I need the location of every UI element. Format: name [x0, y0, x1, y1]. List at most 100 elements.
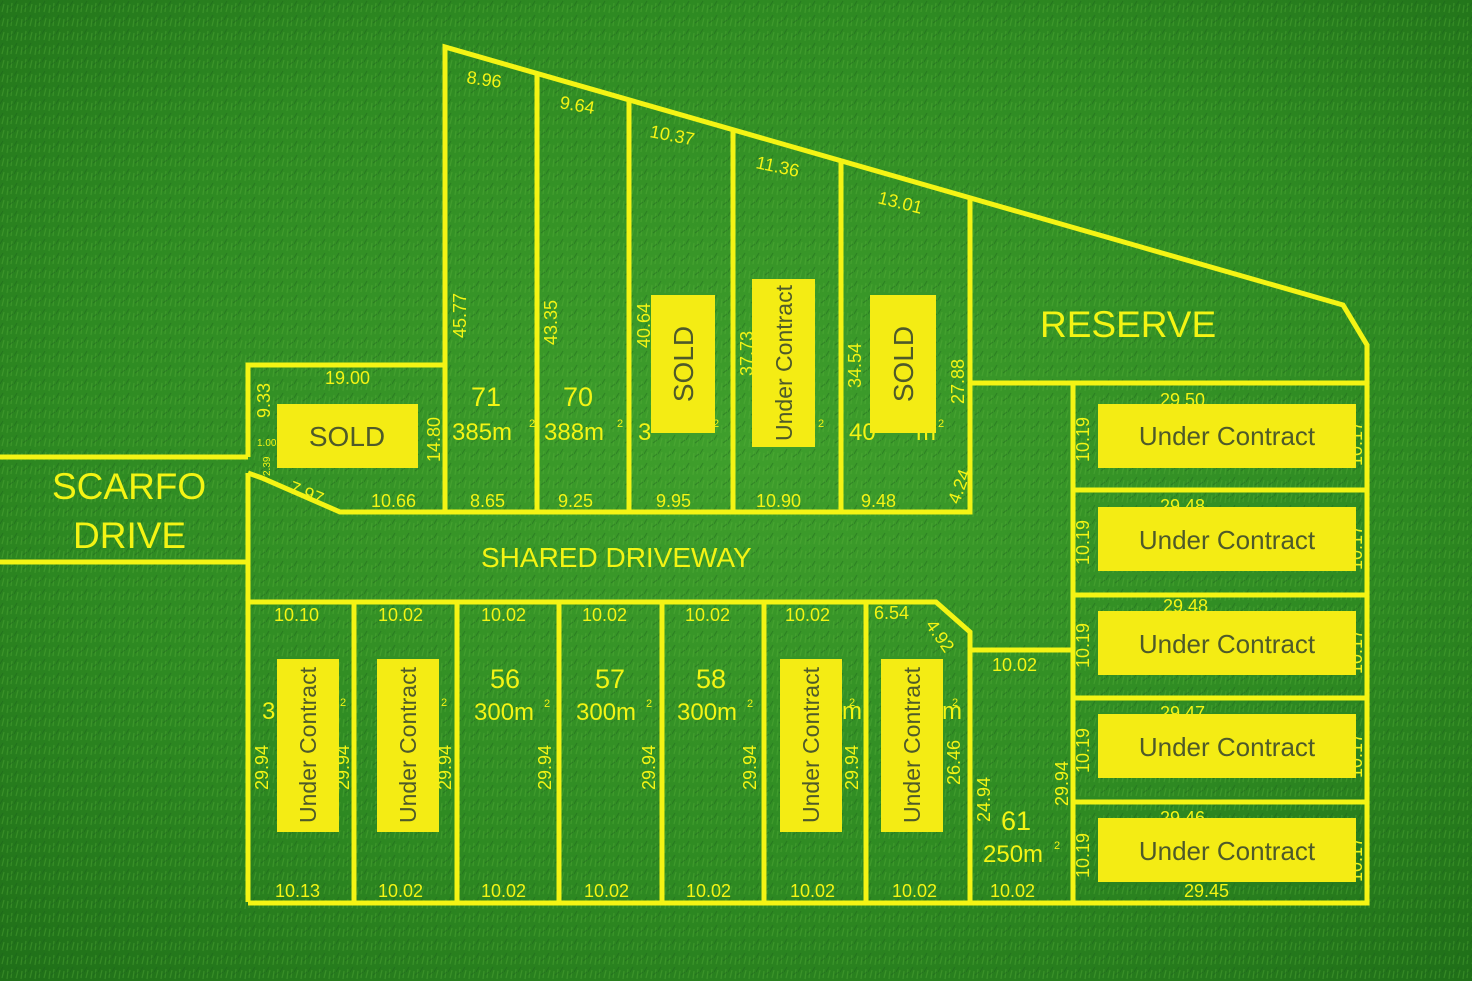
dim-label: 10.02 — [785, 605, 830, 625]
under-contract-badge-lot-68: Under Contract — [752, 279, 815, 447]
dim-label: 10.02 — [685, 605, 730, 625]
lot-54-area-sup: 2 — [340, 697, 346, 709]
dim-label: 10.02 — [990, 881, 1035, 901]
dim-label: 29.94 — [639, 745, 659, 790]
dim-label: 10.10 — [274, 605, 319, 625]
under-contract-badge-lot-62: Under Contract — [1098, 818, 1356, 882]
under-contract-label: Under Contract — [1139, 732, 1316, 762]
lot-56-area-sup: 2 — [544, 698, 550, 710]
lot-56-area: 300m — [474, 699, 534, 726]
dim-label: 26.46 — [944, 740, 964, 785]
dim-label: 45.77 — [450, 293, 470, 338]
dim-label: 10.66 — [371, 491, 416, 511]
dim-label: 10.02 — [378, 881, 423, 901]
dim-label: 9.48 — [861, 491, 896, 511]
dim-label: 14.80 — [424, 417, 444, 462]
dim-label: 9.25 — [558, 491, 593, 511]
dim-label: 10.19 — [1073, 728, 1093, 773]
dim-label: 10.02 — [790, 881, 835, 901]
lot-58-area-sup: 2 — [747, 698, 753, 710]
lot-54-area-partial: 3 — [262, 698, 275, 725]
reserve-label: RESERVE — [1040, 304, 1216, 345]
lot-57-area: 300m — [576, 699, 636, 726]
dim-label: 10.02 — [584, 881, 629, 901]
dim-label: 10.19 — [1073, 833, 1093, 878]
lot-61-area-sup: 2 — [1054, 840, 1060, 852]
dim-label: 6.54 — [874, 603, 909, 623]
dim-label: 10.02 — [481, 881, 526, 901]
dim-label: 2.39 — [262, 456, 273, 476]
under-contract-badge-lot-63: Under Contract — [1098, 714, 1356, 778]
dim-label: 10.02 — [992, 655, 1037, 675]
lot-67-area-sup: 2 — [938, 418, 944, 430]
dim-label: 29.94 — [435, 745, 455, 790]
under-contract-badge-lot-66: Under Contract — [1098, 404, 1356, 468]
under-contract-label: Under Contract — [1139, 525, 1316, 555]
sold-badge-lot-69: SOLD — [651, 295, 715, 433]
lot-60-area-sup: 2 — [952, 697, 958, 709]
lot-57-area-sup: 2 — [646, 698, 652, 710]
dim-label: 29.94 — [1052, 761, 1072, 806]
street-label-line2: DRIVE — [73, 515, 186, 556]
dim-label: 9.95 — [656, 491, 691, 511]
lot-59-area-tail: m — [842, 698, 862, 725]
lot-71-area-sup: 2 — [529, 418, 535, 430]
dim-label: 10.13 — [275, 881, 320, 901]
lot-70-area: 388m — [544, 419, 604, 446]
lot-59-area-sup: 2 — [849, 697, 855, 709]
under-contract-badge-lot-60: Under Contract — [881, 659, 943, 832]
sold-badge-lot-67: SOLD — [870, 295, 936, 433]
dim-label: 8.65 — [470, 491, 505, 511]
lot-boundaries — [0, 43, 1370, 906]
dim-label: 10.02 — [582, 605, 627, 625]
lot-58-number: 58 — [696, 664, 726, 694]
under-contract-badge-lot-59: Under Contract — [780, 659, 842, 832]
street-label-line1: SCARFO — [52, 466, 206, 507]
under-contract-label: Under Contract — [798, 666, 824, 823]
dim-label: 29.94 — [842, 745, 862, 790]
north-block-outer — [248, 43, 1370, 906]
dim-label: 40.64 — [634, 303, 654, 348]
dim-label: 19.00 — [325, 368, 370, 388]
dim-label: 9.33 — [254, 383, 274, 418]
lot-69-area-partial: 3 — [638, 419, 651, 446]
lot-70-number: 70 — [563, 382, 593, 412]
dim-label: 29.94 — [740, 745, 760, 790]
under-contract-badge-lot-54: Under Contract — [277, 659, 339, 832]
under-contract-label: Under Contract — [899, 666, 925, 823]
lot-56-number: 56 — [490, 664, 520, 694]
north-frontage — [445, 380, 1367, 515]
under-contract-label: Under Contract — [1139, 421, 1316, 451]
lot-55-area-sup: 2 — [441, 697, 447, 709]
lot-68-area-sup: 2 — [818, 418, 824, 430]
south-block-top — [248, 599, 973, 903]
lot-61-number: 61 — [1001, 806, 1031, 836]
dim-label: 10.19 — [1073, 623, 1093, 668]
lot-60-area-tail: m — [942, 698, 962, 725]
dim-label: 10.02 — [892, 881, 937, 901]
under-contract-label: Under Contract — [1139, 836, 1316, 866]
dim-label: 10.19 — [1073, 417, 1093, 462]
dim-label: 24.94 — [974, 777, 994, 822]
lot-61-area: 250m — [983, 841, 1043, 868]
driveway-label: SHARED DRIVEWAY — [481, 542, 752, 573]
lot-57-number: 57 — [595, 664, 625, 694]
dim-label: 10.02 — [686, 881, 731, 901]
dim-label: 29.94 — [252, 745, 272, 790]
dim-label: 1.00 — [257, 438, 277, 449]
lot-71-area: 385m — [452, 419, 512, 446]
under-contract-label: Under Contract — [395, 666, 421, 823]
sold-label: SOLD — [668, 326, 699, 402]
dim-label: 29.94 — [535, 745, 555, 790]
dim-label: 10.19 — [1073, 520, 1093, 565]
under-contract-badge-lot-64: Under Contract — [1098, 611, 1356, 675]
under-contract-label: Under Contract — [771, 284, 797, 441]
dim-label: 27.88 — [948, 359, 968, 404]
sold-label: SOLD — [888, 326, 919, 402]
sold-badge-corner-lot: SOLD — [277, 404, 418, 468]
dim-label: 34.54 — [845, 343, 865, 388]
sold-label: SOLD — [309, 421, 385, 452]
lot-70-area-sup: 2 — [617, 418, 623, 430]
under-contract-badge-lot-55: Under Contract — [377, 659, 439, 832]
